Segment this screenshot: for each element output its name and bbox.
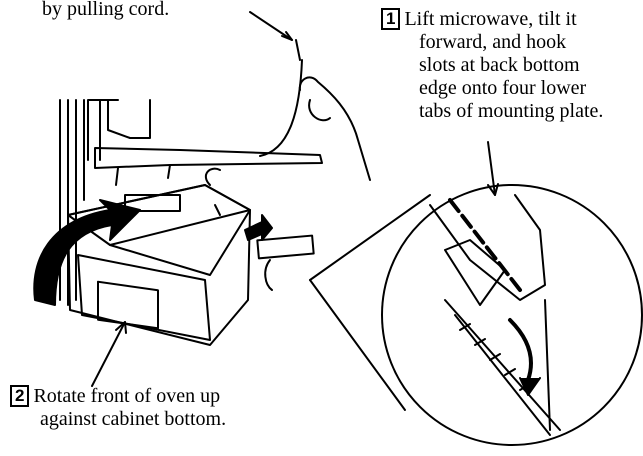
cord-arrow [249, 11, 293, 41]
step2-number: 2 [10, 385, 30, 407]
step1-line: Lift microwave, tilt it [404, 8, 577, 30]
step1-line: edge onto four lower [419, 77, 587, 99]
hand [298, 76, 371, 181]
microwave [67, 167, 251, 346]
rotate-arrow [33, 199, 141, 306]
step1-line: tabs of mounting plate. [419, 100, 604, 122]
wall-outlet [256, 234, 315, 260]
step2-line: against cabinet bottom. [40, 408, 227, 430]
small-arrow [244, 214, 273, 241]
detail-view [429, 194, 561, 436]
step2-pointer [91, 321, 126, 387]
upper-cabinet [87, 99, 323, 186]
step1-number: 1 [381, 8, 401, 30]
step1-line: forward, and hook [419, 31, 567, 53]
power-cord [259, 59, 303, 157]
step2-line: Rotate front of oven up [33, 385, 221, 407]
caption-top: by pulling cord. [42, 0, 170, 20]
detail-magnifier [309, 184, 643, 446]
step1-line: slots at back bottom [419, 54, 580, 76]
